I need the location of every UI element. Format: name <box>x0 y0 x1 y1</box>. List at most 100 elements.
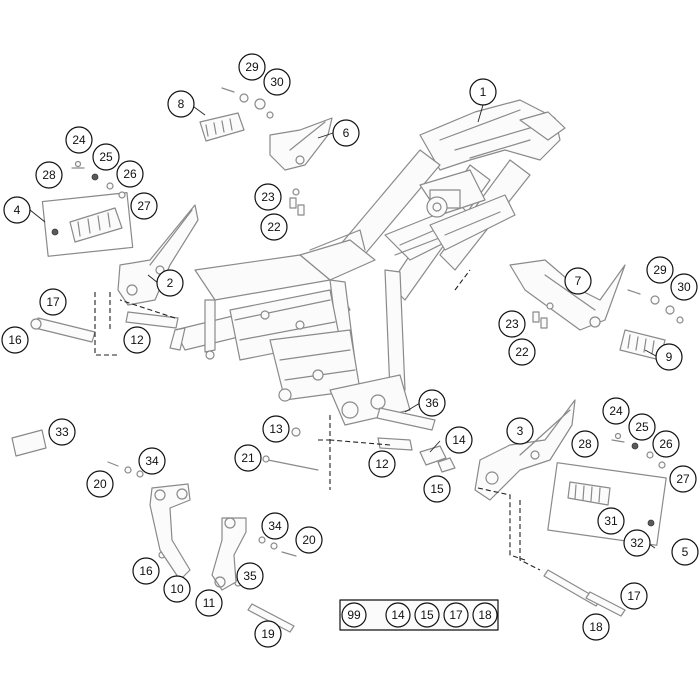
hardware-small <box>30 87 684 587</box>
svg-text:17: 17 <box>46 295 60 309</box>
callout-16-left: 16 <box>1 326 29 354</box>
svg-text:11: 11 <box>203 596 216 610</box>
svg-text:13: 13 <box>269 422 283 436</box>
callout-30-right: 30 <box>670 273 698 301</box>
svg-text:20: 20 <box>302 533 316 547</box>
callout-32: 32 <box>623 529 651 557</box>
callout-17-left: 17 <box>39 288 67 316</box>
callout-11: 11 <box>195 589 223 617</box>
svg-text:10: 10 <box>170 582 184 596</box>
svg-text:12: 12 <box>130 333 144 347</box>
passenger-bracket-right <box>509 259 626 331</box>
callout-22-right: 22 <box>508 338 536 366</box>
svg-text:23: 23 <box>261 190 275 204</box>
callout-29-right: 29 <box>646 256 674 284</box>
callout-19: 19 <box>254 620 282 648</box>
kit-callout-99: 99 <box>341 602 367 628</box>
callout-26: 26 <box>116 160 144 188</box>
rider-bracket-right <box>474 399 576 501</box>
svg-text:17: 17 <box>627 589 641 603</box>
callout-23-right: 23 <box>498 310 526 338</box>
callout-12-left: 12 <box>123 326 151 354</box>
callout-28-right: 28 <box>571 430 599 458</box>
callout-22: 22 <box>260 213 288 241</box>
svg-text:26: 26 <box>123 167 137 181</box>
callout-9: 9 <box>655 343 683 371</box>
callout-7: 7 <box>564 267 592 295</box>
svg-text:24: 24 <box>72 133 86 147</box>
shift-lever <box>211 517 247 591</box>
main-frame <box>169 99 566 426</box>
svg-text:30: 30 <box>677 280 691 294</box>
svg-text:17: 17 <box>449 608 463 622</box>
svg-text:15: 15 <box>430 482 444 496</box>
svg-text:19: 19 <box>261 627 275 641</box>
svg-text:30: 30 <box>270 75 284 89</box>
callout-5: 5 <box>671 538 699 566</box>
callout-25: 25 <box>92 143 120 171</box>
svg-text:8: 8 <box>178 97 185 111</box>
callout-20-left: 20 <box>86 470 114 498</box>
svg-text:29: 29 <box>245 60 259 74</box>
kit-item-17: 17 <box>443 602 469 628</box>
callout-25-right: 25 <box>628 413 656 441</box>
callout-21: 21 <box>234 444 262 472</box>
callout-13: 13 <box>262 415 290 443</box>
svg-text:3: 3 <box>517 424 524 438</box>
svg-text:4: 4 <box>14 203 21 217</box>
assembly-lines <box>94 269 541 571</box>
footpeg-4 <box>41 192 134 257</box>
callout-34-right: 34 <box>261 512 289 540</box>
callout-29: 29 <box>238 53 266 81</box>
footpeg-5 <box>547 462 667 546</box>
svg-text:36: 36 <box>425 396 439 410</box>
callout-24-right: 24 <box>602 397 630 425</box>
svg-text:22: 22 <box>267 220 281 234</box>
svg-text:27: 27 <box>676 472 690 486</box>
callout-18-right: 18 <box>582 613 610 641</box>
callout-27: 27 <box>130 192 158 220</box>
callout-4: 4 <box>3 196 31 224</box>
svg-text:24: 24 <box>609 404 623 418</box>
svg-text:15: 15 <box>420 608 434 622</box>
svg-text:29: 29 <box>653 263 667 277</box>
svg-text:28: 28 <box>42 168 56 182</box>
svg-text:5: 5 <box>682 545 689 559</box>
callout-15: 15 <box>423 475 451 503</box>
svg-text:6: 6 <box>343 126 350 140</box>
callout-10: 10 <box>163 575 191 603</box>
callout-20-right: 20 <box>295 526 323 554</box>
svg-text:14: 14 <box>391 608 405 622</box>
callout-27-right: 27 <box>669 465 697 493</box>
svg-text:9: 9 <box>666 350 673 364</box>
svg-text:16: 16 <box>8 333 22 347</box>
callout-17-right: 17 <box>620 582 648 610</box>
svg-text:28: 28 <box>578 437 592 451</box>
svg-text:18: 18 <box>589 620 603 634</box>
shift-rod-19 <box>247 603 295 633</box>
callout-34-left: 34 <box>138 447 166 475</box>
svg-text:14: 14 <box>452 433 466 447</box>
footpeg-8 <box>199 112 245 142</box>
svg-text:12: 12 <box>375 457 389 471</box>
svg-text:99: 99 <box>347 608 361 622</box>
svg-text:35: 35 <box>243 569 257 583</box>
svg-text:31: 31 <box>604 514 618 528</box>
rubber-part-33 <box>11 429 47 457</box>
kit-item-15: 15 <box>414 602 440 628</box>
callout-2: 2 <box>156 269 184 297</box>
svg-text:27: 27 <box>137 199 151 213</box>
callout-16-low: 16 <box>132 557 160 585</box>
svg-text:25: 25 <box>99 150 113 164</box>
svg-text:34: 34 <box>268 519 282 533</box>
callout-35: 35 <box>236 562 264 590</box>
callout-1: 1 <box>469 78 497 106</box>
svg-text:22: 22 <box>515 345 529 359</box>
callout-30: 30 <box>263 68 291 96</box>
svg-text:1: 1 <box>480 85 487 99</box>
callout-28: 28 <box>35 161 63 189</box>
svg-text:23: 23 <box>505 317 519 331</box>
